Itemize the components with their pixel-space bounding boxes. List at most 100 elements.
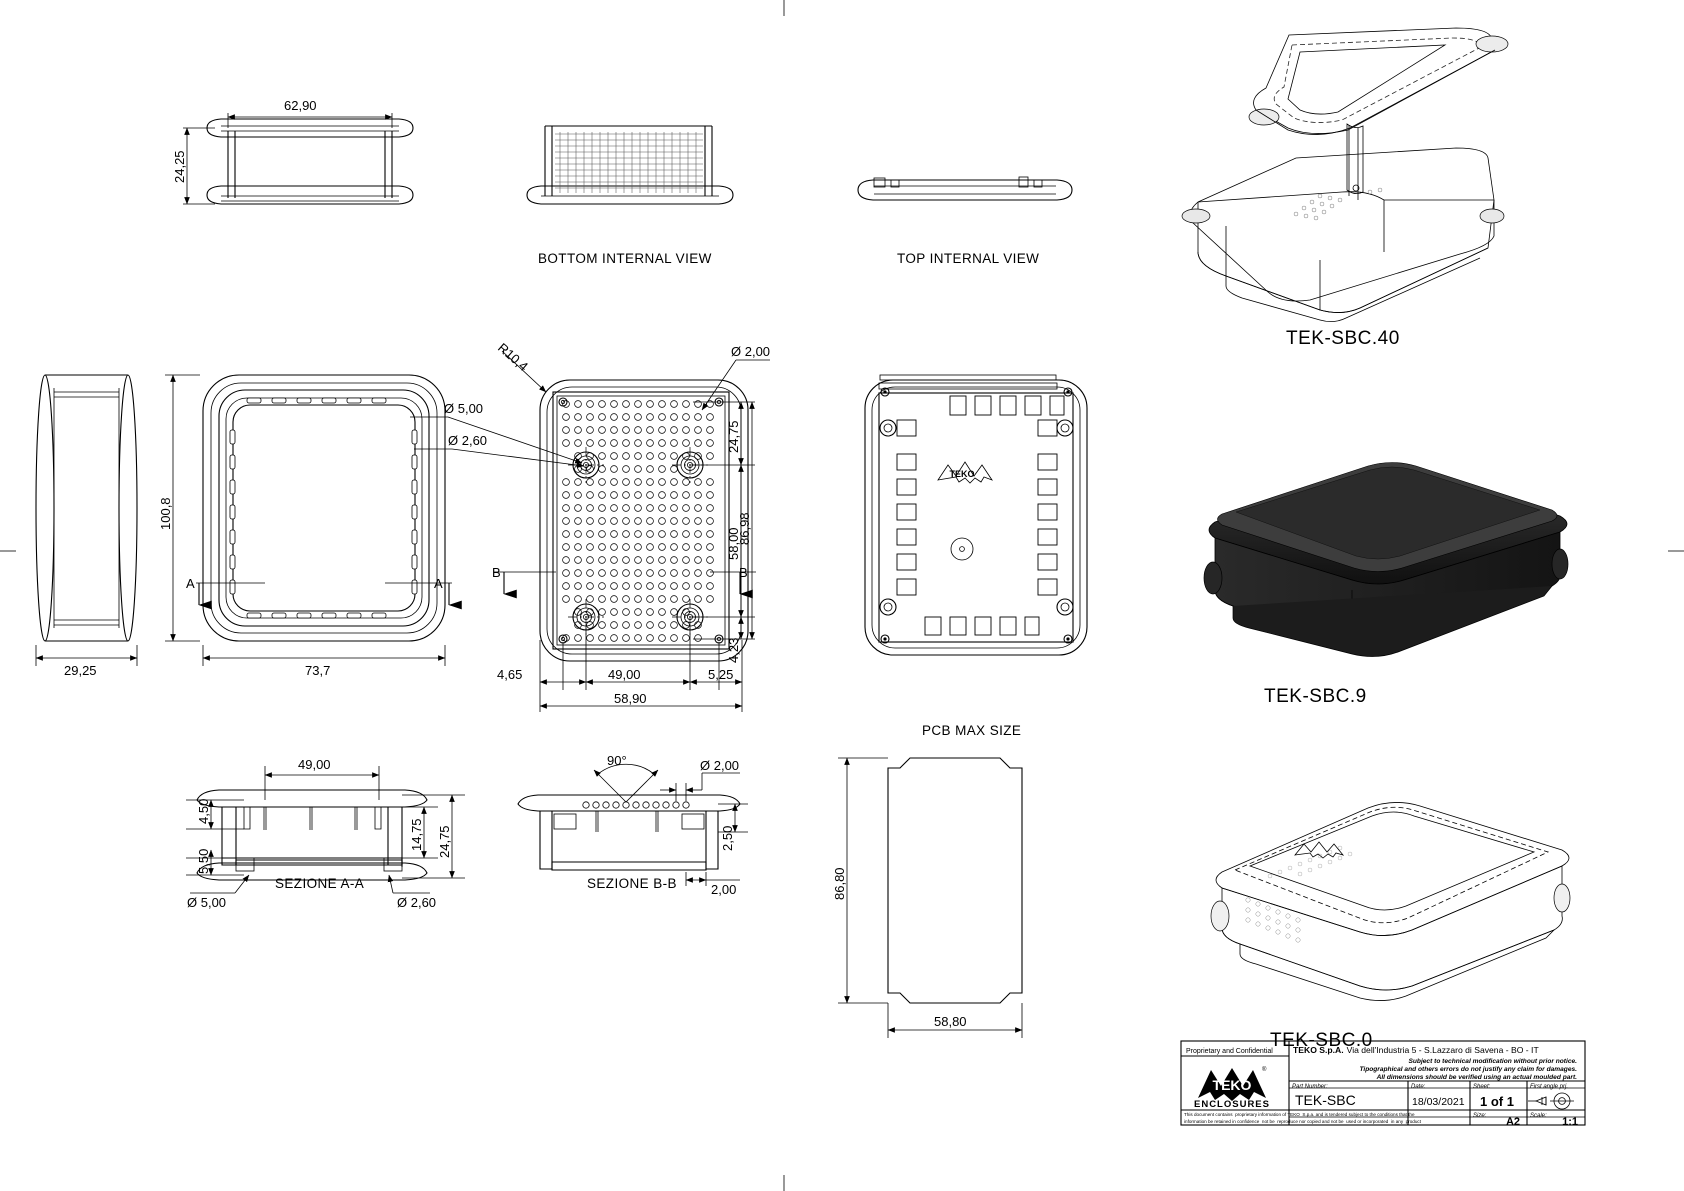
dim-section-aa-5-50: 5,50: [186, 849, 244, 876]
view-perforated-plan: R10,4 Ø 2,00 Ø 5,00 Ø 2,60 B B: [410, 340, 770, 712]
first-angle-projection-icon: [1528, 1092, 1574, 1110]
section-label-a-left: A: [186, 576, 195, 591]
part-label-exploded: TEK-SBC.40: [1286, 328, 1400, 349]
callout-hole-2-60: Ø 2,60: [414, 433, 585, 468]
dim-section-aa-4-50: 4,50: [186, 799, 244, 830]
dim-text-front-height: 24,25: [172, 150, 187, 183]
dim-text-58-90: 58,90: [614, 691, 647, 706]
render-exploded-tek-sbc-40: TEK-SBC.40: [1181, 27, 1509, 349]
cover-rim-pockets: [896, 395, 1065, 636]
teko-logo-text: TEKO: [949, 469, 974, 479]
dim-text-sec-b-hole2: Ø 2,00: [700, 758, 739, 773]
view-top-internal: TOP INTERNAL VIEW: [857, 176, 1073, 266]
title-notice-line1: Subject to technical modification withou…: [1408, 1058, 1577, 1065]
dim-text-sec-a-hole5: Ø 5,00: [187, 895, 226, 910]
teko-logo-icon: TEKO ® ENCLOSURES: [1194, 1066, 1269, 1110]
sec-b-perforations: [582, 801, 690, 809]
dim-text-side-depth: 29,25: [64, 663, 97, 678]
callout-sec-a-hole5: Ø 5,00: [187, 874, 250, 910]
dim-text-hole-2-top: Ø 2,00: [731, 344, 770, 359]
dim-plan-height: 100,8: [158, 374, 200, 642]
callout-r104: R10,4: [495, 340, 547, 393]
render-clear-tek-sbc-0: TEK-SBC.0: [1210, 802, 1571, 1051]
dim-front-height: 24,25: [172, 127, 215, 205]
dim-stack-bottom: 4,65 49,00 5,25 58,90: [497, 625, 743, 712]
dim-side-depth: 29,25: [35, 645, 138, 678]
dim-section-bb-angle: 90°: [593, 753, 659, 803]
title-notice-line3: All dimensions should be verified using …: [1376, 1074, 1578, 1081]
dim-section-bb-hole2: Ø 2,00: [660, 758, 740, 801]
bottom-internal-texture: [555, 132, 703, 193]
field-value-date: 18/03/2021: [1412, 1096, 1465, 1108]
dim-section-aa-49: 49,00: [264, 757, 380, 800]
dim-text-sec-b-2-00: 2,00: [711, 882, 736, 897]
field-label-first-angle: First angle prj.: [1530, 1084, 1568, 1090]
field-label-size-2: Size:: [1473, 1113, 1487, 1119]
section-mark-a-left: A: [186, 576, 265, 610]
title-disclaimer-line2: information be retained in confidence no…: [1184, 1119, 1422, 1124]
view-bottom-internal: BOTTOM INTERNAL VIEW: [526, 125, 734, 266]
dim-section-bb-2-50: 2,50: [718, 803, 748, 851]
dim-plan-width: 73,7: [202, 645, 446, 678]
field-label-scale: Scale:: [1530, 1113, 1547, 1119]
render-black-tek-sbc-9: TEK-SBC.9: [1203, 462, 1569, 707]
field-label-date: Date:: [1411, 1084, 1426, 1090]
teko-registered-icon: ®: [1262, 1066, 1267, 1073]
title-company-name: TEKO S.p.A.Via dell'Industria 5 - S.Lazz…: [1293, 1045, 1539, 1055]
dim-text-pcb-width: 58,80: [934, 1014, 967, 1029]
dim-text-hole-5: Ø 5,00: [444, 401, 483, 416]
dim-text-sec-a-14-75: 14,75: [409, 818, 424, 851]
title-disclaimer-line1: This document contains proprietary infor…: [1184, 1112, 1415, 1117]
field-value-part-number: TEK-SBC: [1295, 1092, 1356, 1108]
field-value-size: A2: [1506, 1116, 1520, 1128]
dim-text-sec-a-hole26: Ø 2,60: [397, 895, 436, 910]
view-front-elevation: 62,90 24,25: [172, 98, 414, 205]
dim-text-sec-b-2-50: 2,50: [720, 826, 735, 851]
dim-text-sec-b-angle: 90°: [607, 753, 627, 768]
dim-text-5-25: 5,25: [708, 667, 733, 682]
dim-text-pcb-height: 86,80: [832, 867, 847, 900]
view-pcb-max-size: 86,80 58,80: [832, 757, 1023, 1038]
view-section-bb: 90° Ø 2,00 2,50 2,00 SEZIONE B-B: [517, 753, 748, 897]
dim-text-hole-2-60: Ø 2,60: [448, 433, 487, 448]
section-mark-b-right: B: [710, 565, 756, 599]
view-top-cover-plan: TEKO PCB MAX SIZE: [864, 374, 1088, 738]
dim-text-sec-a-5-50: 5,50: [196, 849, 211, 874]
cover-corner-posts: [879, 387, 1074, 644]
dim-front-width: 62,90: [227, 98, 393, 128]
field-value-sheet: 1 of 1: [1480, 1094, 1514, 1109]
teko-logo-wordmark: TEKO: [1213, 1077, 1252, 1093]
field-label-sheet: Sheet:: [1473, 1084, 1491, 1090]
dim-text-front-width: 62,90: [284, 98, 317, 113]
section-label-b-right: B: [739, 565, 748, 580]
dim-pcb-height: 86,80: [832, 757, 888, 1004]
section-mark-a-right: A: [385, 576, 462, 610]
view-section-aa: 49,00 4,50 5,50 14,75 24,75: [186, 757, 465, 910]
field-label-part-number: Part Number:: [1292, 1084, 1328, 1090]
dim-text-plan-width: 73,7: [305, 663, 330, 678]
title-proprietary-label: Proprietary and Confidential: [1186, 1048, 1273, 1055]
view-side-elevation: 29,25: [35, 374, 138, 678]
field-value-scale: 1:1: [1562, 1116, 1578, 1128]
dim-text-49-00: 49,00: [608, 667, 641, 682]
dim-text-86-98: 86,98: [737, 512, 752, 545]
view-plan-outer: 100,8 73,7 A A: [158, 374, 462, 678]
dim-section-aa-14-75: 14,75: [402, 806, 438, 859]
dim-text-sec-a-24-75: 24,75: [437, 825, 452, 858]
title-block: Proprietary and Confidential TEKO ® ENCL…: [1180, 1040, 1586, 1128]
dim-pcb-width: 58,80: [887, 1003, 1023, 1038]
dim-text-plan-height: 100,8: [158, 497, 173, 530]
section-label-a-right: A: [434, 576, 443, 591]
section-mark-b-left: B: [492, 565, 556, 599]
label-section-bb: SEZIONE B-B: [587, 876, 677, 891]
label-pcb-max-size: PCB MAX SIZE: [922, 723, 1021, 738]
callout-hole-2-00: Ø 2,00: [701, 344, 770, 411]
label-bottom-internal-view: BOTTOM INTERNAL VIEW: [538, 251, 712, 266]
dim-text-sec-a-4-50: 4,50: [196, 799, 211, 824]
dim-section-aa-24-75: 24,75: [402, 794, 465, 879]
label-section-aa: SEZIONE A-A: [275, 876, 364, 891]
callout-hole-5-00: Ø 5,00: [410, 401, 583, 464]
